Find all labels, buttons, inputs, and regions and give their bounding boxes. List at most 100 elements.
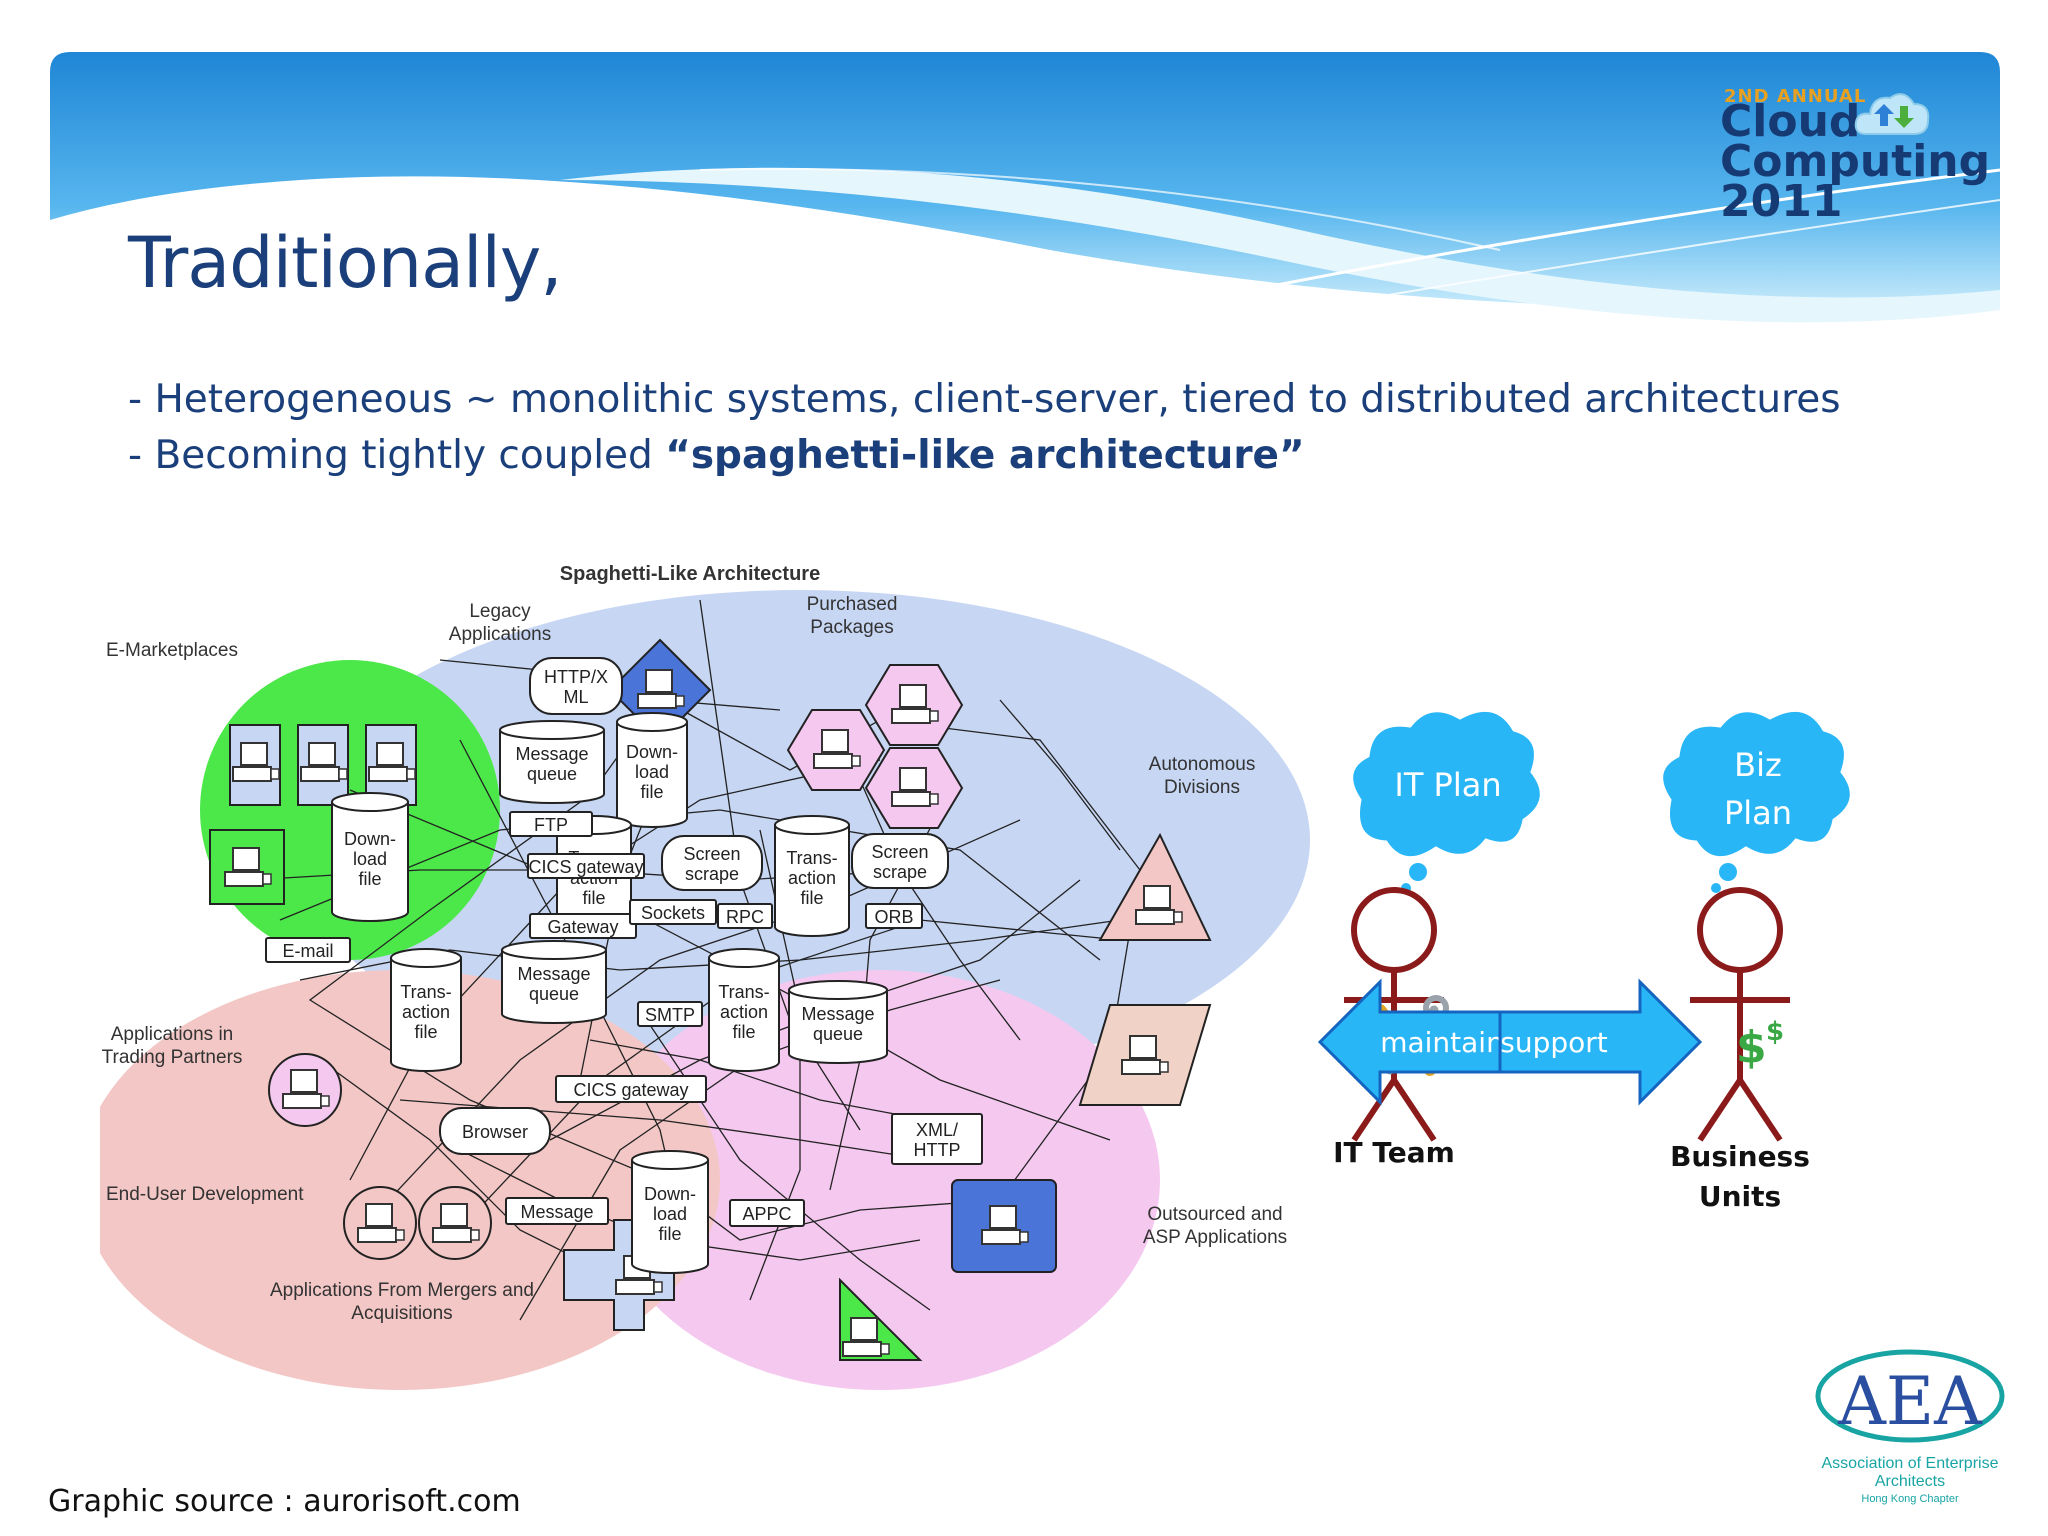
data-store-tf2-label: action bbox=[788, 868, 836, 888]
it-plan-cloud: IT Plan bbox=[1350, 708, 1543, 893]
label-purchased-2: Packages bbox=[810, 617, 893, 638]
connector-appc: APPC bbox=[729, 1199, 805, 1227]
data-store-mq1-label: queue bbox=[527, 764, 577, 784]
data-store-tf3-label: action bbox=[402, 1002, 450, 1022]
aea-line1: Association of Enterprise bbox=[1822, 1455, 1999, 1472]
label-purchased-1: Purchased bbox=[807, 594, 898, 615]
connector-message: Message bbox=[505, 1197, 609, 1225]
label-legacy-1: Legacy bbox=[469, 601, 531, 622]
label-autonomous-1: Autonomous bbox=[1149, 754, 1256, 775]
dollar-icon: $ bbox=[1736, 1022, 1767, 1073]
aea-line2: Architects bbox=[1875, 1473, 1945, 1490]
logo-annual: 2ND ANNUAL bbox=[1724, 86, 1867, 107]
graphic-source: Graphic source : aurorisoft.com bbox=[48, 1484, 521, 1519]
biz-plan-label-1: Biz bbox=[1734, 746, 1782, 784]
emarket-computers bbox=[209, 724, 417, 905]
connector-http: HTTP/XML bbox=[529, 657, 623, 715]
data-store-dl2-label: file bbox=[358, 869, 381, 889]
data-store-mq1-label: Message bbox=[515, 744, 588, 764]
data-store-tf4-label: Trans- bbox=[718, 982, 769, 1002]
connector-http-label: HTTP/X bbox=[544, 667, 608, 687]
label-enduser: End-User Development bbox=[106, 1184, 304, 1205]
label-mergers-2: Acquisitions bbox=[351, 1303, 452, 1324]
data-store-tf4-label: action bbox=[720, 1002, 768, 1022]
data-store-dl1-label: file bbox=[640, 782, 663, 802]
label-legacy-2: Applications bbox=[449, 624, 551, 645]
data-store-dl3-label: file bbox=[658, 1224, 681, 1244]
it-team-label: IT Team bbox=[1333, 1136, 1455, 1169]
connector-browser-label: Browser bbox=[462, 1122, 528, 1142]
header-banner bbox=[50, 52, 2001, 323]
data-store-tf3-label: Trans- bbox=[400, 982, 451, 1002]
logo-year: 2011 bbox=[1720, 176, 1843, 227]
data-store-tf3-label: file bbox=[414, 1022, 437, 1042]
label-outsourced-1: Outsourced and bbox=[1147, 1204, 1282, 1225]
business-units-label-1: Business bbox=[1670, 1140, 1810, 1173]
data-store-mq2-label: Message bbox=[517, 964, 590, 984]
dollar-small-icon: $ bbox=[1766, 1017, 1784, 1047]
support-arrow: support bbox=[1498, 978, 1703, 1106]
data-store-dl3-label: Down- bbox=[644, 1184, 696, 1204]
maintain-label: maintain bbox=[1380, 1026, 1504, 1059]
maintain-arrow: maintain bbox=[1317, 978, 1528, 1106]
connector-xml-label: XML/ bbox=[916, 1120, 958, 1140]
label-outsourced-2: ASP Applications bbox=[1143, 1227, 1287, 1248]
connector-smtp-label: SMTP bbox=[645, 1005, 695, 1025]
it-plan-label: IT Plan bbox=[1394, 766, 1501, 804]
connector-ftp: FTP bbox=[509, 811, 593, 837]
connector-cics1: CICS gateway bbox=[527, 853, 645, 879]
label-emarketplaces: E-Marketplaces bbox=[106, 640, 238, 661]
connector-screen1-label: scrape bbox=[685, 864, 739, 884]
aea-mark: AEA bbox=[1837, 1363, 1983, 1440]
connector-rpc-label: RPC bbox=[726, 907, 764, 927]
data-store-mq2-label: queue bbox=[529, 984, 579, 1004]
biz-plan-label-2: Plan bbox=[1724, 794, 1792, 832]
aea-line3: Hong Kong Chapter bbox=[1861, 1493, 1959, 1505]
connector-email-label: E-mail bbox=[282, 941, 333, 961]
connector-cics2-label: CICS gateway bbox=[573, 1080, 688, 1100]
data-store-dl1-label: load bbox=[635, 762, 669, 782]
connector-screen1-label: Screen bbox=[683, 844, 740, 864]
cloud-icon bbox=[1854, 93, 1930, 135]
data-store-mq3-label: Message bbox=[801, 1004, 874, 1024]
connector-gateway: Gateway bbox=[529, 913, 637, 939]
bullet-1: - Heterogeneous ~ monolithic systems, cl… bbox=[128, 377, 1841, 422]
it-business-relationship: IT Plan Biz Plan $ $ maintain bbox=[1317, 708, 1853, 1213]
connector-cics1-label: CICS gateway bbox=[528, 857, 643, 877]
connector-smtp: SMTP bbox=[637, 1001, 703, 1027]
label-autonomous-2: Divisions bbox=[1164, 777, 1240, 798]
cloud-computing-logo: 2ND ANNUAL Cloud Computing 2011 bbox=[1720, 86, 1990, 227]
aea-logo: AEA Association of Enterprise Architects… bbox=[1815, 1349, 2005, 1505]
connector-browser: Browser bbox=[439, 1107, 551, 1155]
bullet-2-emphasis: “spaghetti-like architecture” bbox=[665, 433, 1305, 478]
support-label: support bbox=[1500, 1026, 1608, 1059]
mergers-cross bbox=[563, 1219, 675, 1331]
label-trading-2: Trading Partners bbox=[102, 1047, 243, 1068]
connector-xml-label: HTTP bbox=[914, 1140, 961, 1160]
bullet-list: - Heterogeneous ~ monolithic systems, cl… bbox=[128, 372, 1841, 484]
data-store-mq3-label: queue bbox=[813, 1024, 863, 1044]
data-store-dl2-label: Down- bbox=[344, 829, 396, 849]
diagram-title: Spaghetti-Like Architecture bbox=[560, 563, 820, 585]
data-store-dl2-label: load bbox=[353, 849, 387, 869]
label-mergers-1: Applications From Mergers and bbox=[270, 1280, 534, 1301]
connector-sockets: Sockets bbox=[629, 899, 717, 925]
data-store-tf2-label: Trans- bbox=[786, 848, 837, 868]
logo-line2: Computing bbox=[1720, 136, 1991, 187]
connector-ftp-label: FTP bbox=[534, 815, 568, 835]
bullet-2: - Becoming tightly coupled “spaghetti-li… bbox=[128, 428, 1841, 484]
region-pink bbox=[600, 970, 1160, 1390]
connector-screen2-label: Screen bbox=[871, 842, 928, 862]
slide-title: Traditionally, bbox=[128, 222, 563, 304]
connector-appc-label: APPC bbox=[742, 1204, 791, 1224]
